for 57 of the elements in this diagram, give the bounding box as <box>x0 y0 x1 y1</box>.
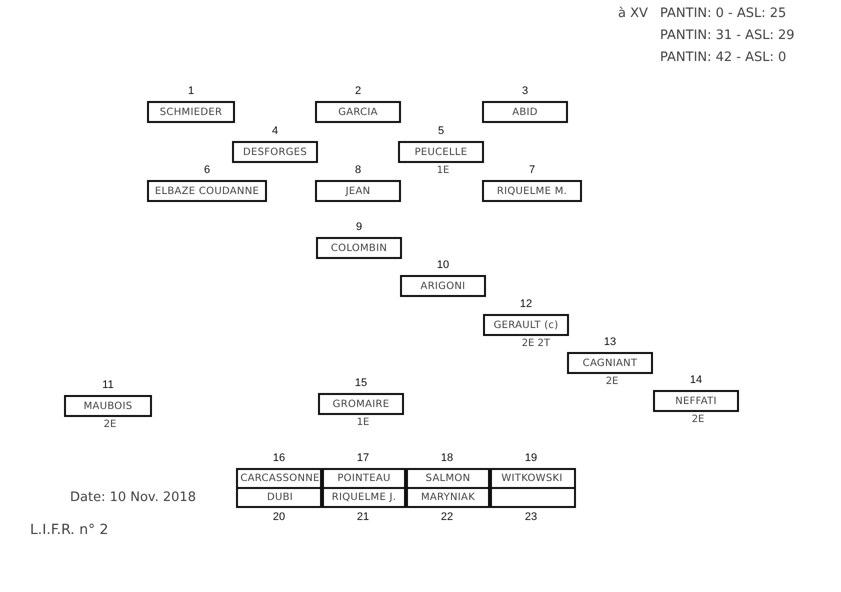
position-number: 21 <box>356 511 370 523</box>
player-name: CARCASSONNE <box>236 468 324 488</box>
player-name: COLOMBIN <box>316 237 402 259</box>
player-name: RIQUELME M. <box>482 180 582 202</box>
position-number: 1 <box>186 85 196 97</box>
position-number: 3 <box>520 85 530 97</box>
position-number: 23 <box>524 511 538 523</box>
sheet-number: L.I.F.R. n° 2 <box>30 522 108 538</box>
position-number: 9 <box>354 221 364 233</box>
position-number: 5 <box>436 125 446 137</box>
score-note: 1E <box>356 417 370 428</box>
player-name: NEFFATI <box>653 390 739 412</box>
position-number: 10 <box>436 259 450 271</box>
player-name: POINTEAU <box>320 468 408 488</box>
player-name: SALMON <box>404 468 492 488</box>
position-number: 2 <box>354 85 362 97</box>
position-number: 17 <box>356 452 370 464</box>
score-note: 1E <box>436 165 450 176</box>
player-name: DUBI <box>236 488 324 508</box>
player-name: DESFORGES <box>232 141 318 163</box>
position-number: 7 <box>528 164 536 176</box>
player-name: RIQUELME J. <box>320 488 408 508</box>
position-number: 14 <box>688 374 704 386</box>
position-number: 13 <box>602 336 618 348</box>
position-number: 6 <box>202 164 212 176</box>
player-name: WITKOWSKI <box>488 468 576 488</box>
position-number: 18 <box>440 452 454 464</box>
position-number: 20 <box>272 511 286 523</box>
position-number: 4 <box>270 125 280 137</box>
player-name: ABID <box>482 101 568 123</box>
player-name: MARYNIAK <box>404 488 492 508</box>
date-note: Date: 10 Nov. 2018 <box>70 490 196 505</box>
team-note: à XV <box>618 6 648 21</box>
player-name: SCHMIEDER <box>147 101 235 123</box>
player-name: GROMAIRE <box>318 393 404 415</box>
position-number: 19 <box>524 452 538 464</box>
score-note: 2E 2T <box>522 338 550 349</box>
player-name: GARCIA <box>315 101 401 123</box>
position-number: 22 <box>440 511 454 523</box>
score-line: PANTIN: 42 - ASL: 0 <box>660 50 786 65</box>
position-number: 12 <box>518 298 534 310</box>
player-name: JEAN <box>315 180 401 202</box>
player-name: ELBAZE COUDANNE <box>147 180 267 202</box>
position-number: 11 <box>101 379 115 391</box>
player-name: GERAULT (c) <box>483 314 569 336</box>
player-name: MAUBOIS <box>64 395 152 417</box>
score-note: 2E <box>606 376 618 387</box>
position-number: 15 <box>354 377 368 389</box>
player-name: ARIGONI <box>400 275 486 297</box>
score-line: PANTIN: 31 - ASL: 29 <box>660 28 795 43</box>
player-name: CAGNIANT <box>567 352 653 374</box>
score-note: 2E <box>692 414 704 425</box>
score-line: PANTIN: 0 - ASL: 25 <box>660 6 786 21</box>
position-number: 16 <box>272 452 286 464</box>
player-name: PEUCELLE <box>398 141 484 163</box>
position-number: 8 <box>354 164 362 176</box>
score-note: 2E <box>104 419 116 430</box>
